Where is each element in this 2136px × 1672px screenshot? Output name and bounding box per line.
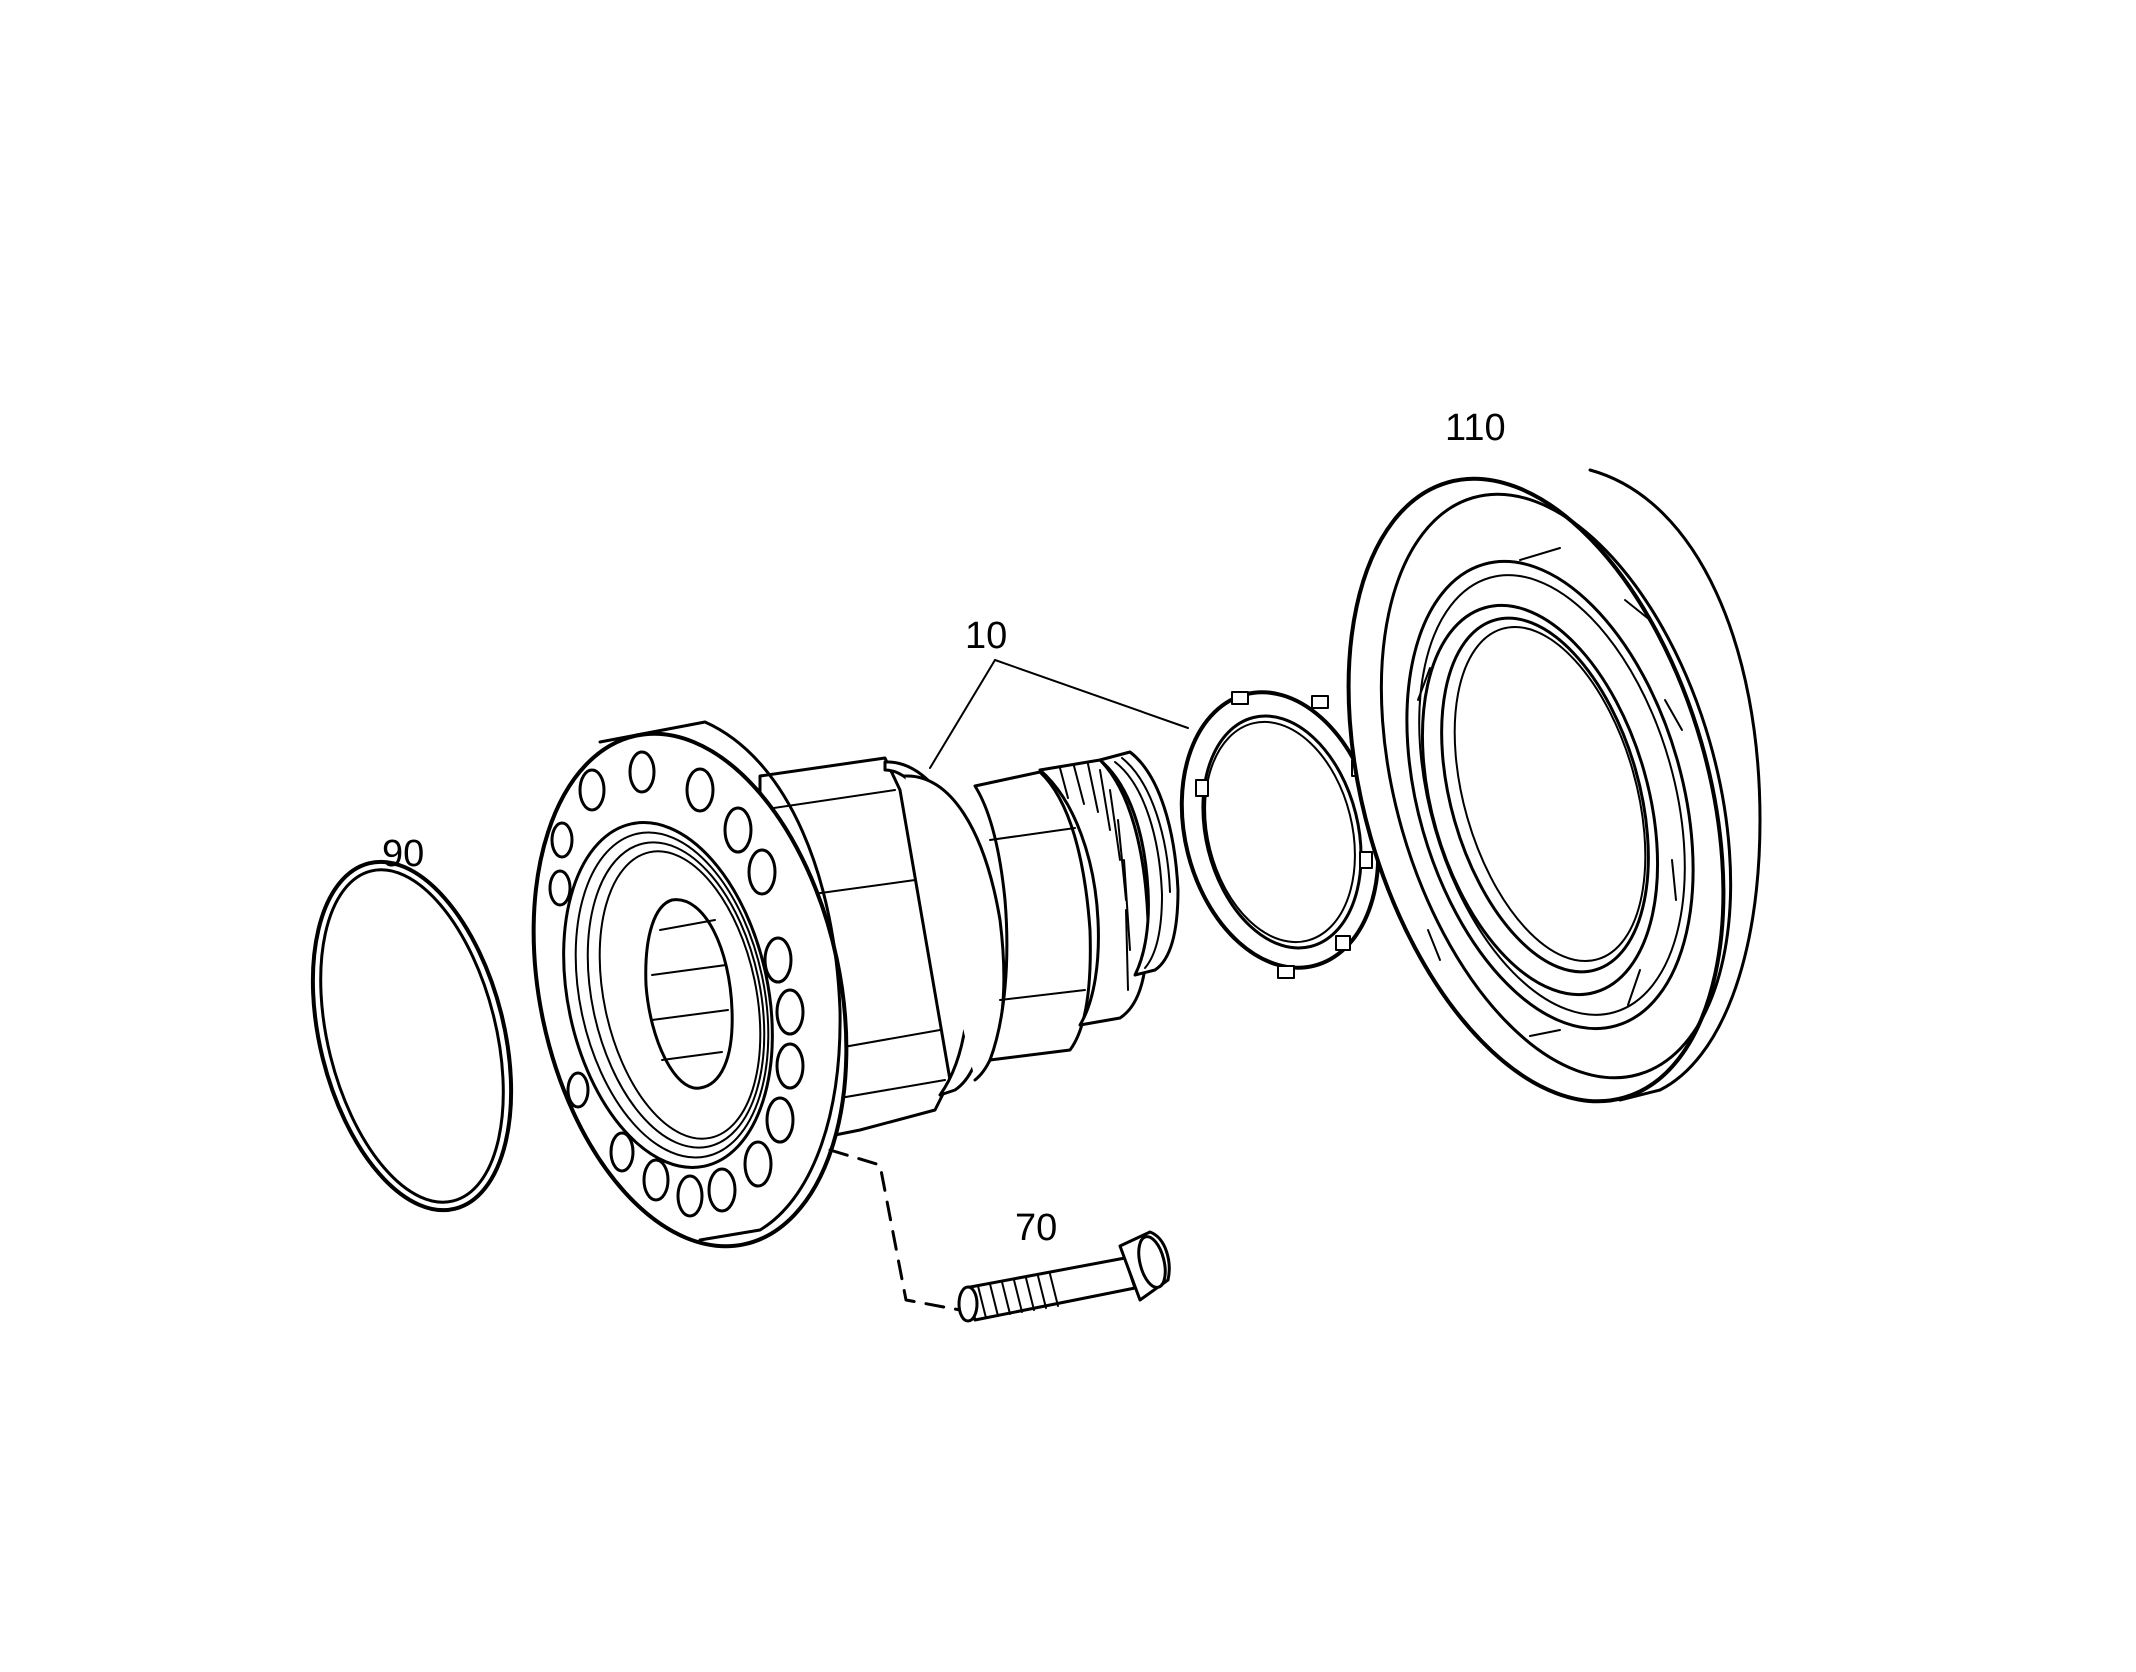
hub-assembly-part-10 xyxy=(531,720,1180,1249)
callout-10: 10 xyxy=(965,615,1007,657)
bearing-roller-segments xyxy=(1417,547,1683,1037)
bearing-part-110 xyxy=(1346,468,1762,1104)
leader-lines-10 xyxy=(929,659,1189,769)
callout-70: 70 xyxy=(1015,1207,1057,1249)
screw-part-70 xyxy=(828,1148,1171,1323)
callout-90: 90 xyxy=(382,833,424,875)
o-ring-part-90 xyxy=(310,859,514,1213)
lock-nut xyxy=(1179,690,1381,979)
callout-110: 110 xyxy=(1445,407,1506,449)
flange-bolt-holes xyxy=(548,750,805,1218)
spline-teeth xyxy=(1059,763,1131,991)
screw-thread xyxy=(977,1273,1059,1319)
